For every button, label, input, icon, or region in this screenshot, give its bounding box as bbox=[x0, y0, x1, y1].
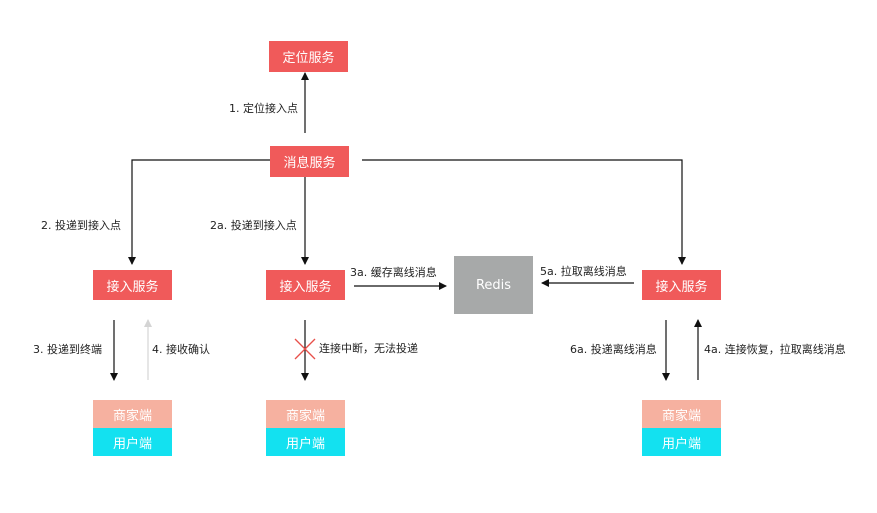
label-reconnect-pull: 4a. 连接恢复，拉取离线消息 bbox=[704, 343, 846, 356]
merchant-client-left-node: 商家端 bbox=[93, 400, 172, 428]
label-locate-access-point: 1. 定位接入点 bbox=[229, 102, 298, 115]
label-pull-offline: 5a. 拉取离线消息 bbox=[540, 265, 627, 278]
label-receive-ack: 4. 接收确认 bbox=[152, 343, 210, 356]
label-deliver-offline: 6a. 投递离线消息 bbox=[570, 343, 657, 356]
label-connection-broken: 连接中断，无法投递 bbox=[319, 342, 418, 355]
user-client-middle-node: 用户端 bbox=[266, 428, 345, 456]
arrow-deliver-left-access bbox=[128, 159, 270, 265]
merchant-client-right-node: 商家端 bbox=[642, 400, 721, 428]
label-deliver-left-access: 2. 投递到接入点 bbox=[41, 219, 121, 232]
access-service-left-node: 接入服务 bbox=[93, 270, 172, 300]
broken-connection-cross-icon bbox=[294, 338, 316, 360]
message-service-node: 消息服务 bbox=[270, 146, 349, 177]
access-service-middle-node: 接入服务 bbox=[266, 270, 345, 300]
label-deliver-terminal: 3. 投递到终端 bbox=[33, 343, 102, 356]
user-client-left-node: 用户端 bbox=[93, 428, 172, 456]
arrow-deliver-right-access bbox=[362, 159, 686, 265]
redis-node: Redis bbox=[454, 256, 533, 314]
label-cache-offline: 3a. 缓存离线消息 bbox=[350, 266, 437, 279]
user-client-right-node: 用户端 bbox=[642, 428, 721, 456]
location-service-node: 定位服务 bbox=[269, 41, 348, 72]
merchant-client-middle-node: 商家端 bbox=[266, 400, 345, 428]
label-deliver-middle-access: 2a. 投递到接入点 bbox=[210, 219, 297, 232]
access-service-right-node: 接入服务 bbox=[642, 270, 721, 300]
